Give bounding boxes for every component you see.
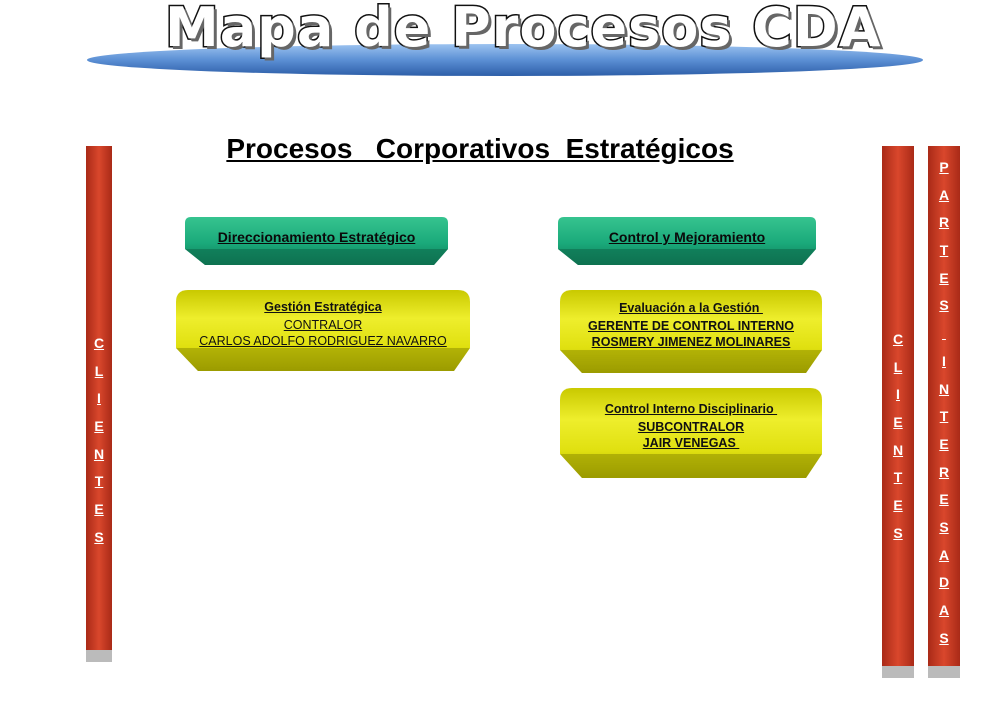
interested-parties-letter — [928, 320, 960, 348]
page-title: Mapa de Procesos CDA — [164, 0, 883, 61]
process-direccionamiento-estrategico[interactable]: Direccionamiento Estratégico — [185, 217, 448, 265]
process-control-mejoramiento[interactable]: Control y Mejoramiento — [558, 217, 816, 265]
interested-parties-letter: R — [938, 463, 950, 480]
interested-parties-letter: I — [942, 352, 946, 369]
title-banner — [87, 44, 923, 76]
interested-parties-letter: A — [938, 546, 950, 563]
evaluacion-line-3: ROSMERY JIMENEZ MOLINARES — [591, 335, 791, 349]
interested-parties-letter: T — [939, 408, 949, 425]
right-clients-letter: E — [893, 414, 903, 431]
section-subtitle: Procesos Corporativos Estratégicos — [226, 133, 734, 164]
interested-parties-letter: R — [938, 214, 950, 231]
right-clients-letter: I — [896, 386, 900, 403]
left-clients-letter: T — [94, 473, 104, 490]
interested-parties-letter: E — [939, 269, 949, 286]
evaluacion-line-2: GERENTE DE CONTROL INTERNO — [587, 319, 795, 333]
interested-parties-letter: E — [939, 435, 949, 452]
left-clients-letter: E — [94, 501, 104, 518]
right-clients-letter: E — [893, 497, 903, 514]
interested-parties-letter: S — [939, 629, 949, 646]
left-clients-letter: I — [97, 390, 101, 407]
right-clients-letter: S — [893, 524, 903, 541]
interested-parties-letter: S — [939, 297, 949, 314]
process-control-disciplinario[interactable]: Control Interno Disciplinario SUBCONTRAL… — [560, 388, 822, 478]
interested-parties-letter: D — [938, 574, 950, 591]
gestion-line-2: CONTRALOR — [283, 318, 363, 332]
right-clients-letter: N — [892, 441, 904, 458]
left-clients-letter: S — [94, 528, 104, 545]
left-clients-letter: E — [94, 418, 104, 435]
interested-parties-letter: S — [939, 518, 949, 535]
gestion-line-1: Gestión Estratégica — [264, 300, 382, 314]
right-clients-letter: T — [893, 469, 903, 486]
direccionamiento-label: Direccionamiento Estratégico — [217, 229, 416, 245]
interested-parties-letter: A — [938, 602, 950, 618]
process-gestion-estrategica[interactable]: Gestión Estratégica CONTRALOR CARLOS ADO… — [176, 290, 470, 371]
right-clients-letter: L — [893, 358, 903, 375]
evaluacion-line-1: Evaluación a la Gestión — [619, 301, 763, 315]
right-clients-letter: C — [892, 331, 904, 347]
interested-parties-letter: P — [939, 159, 949, 175]
interested-parties-letter: N — [938, 380, 950, 397]
gestion-line-3: CARLOS ADOLFO RODRIGUEZ NAVARRO — [199, 334, 447, 348]
process-evaluacion-gestion[interactable]: Evaluación a la Gestión GERENTE DE CONTR… — [560, 290, 822, 373]
disciplinario-line-1: Control Interno Disciplinario — [604, 402, 778, 416]
interested-parties-letter: A — [938, 186, 950, 203]
left-clients-letter: N — [93, 445, 105, 462]
disciplinario-line-3: JAIR VENEGAS — [642, 436, 740, 450]
left-clients-letter: C — [93, 335, 105, 351]
interested-parties-letter: T — [939, 242, 949, 259]
left-clients-letter: L — [94, 362, 104, 379]
disciplinario-line-2: SUBCONTRALOR — [637, 420, 745, 434]
interested-parties-letter: E — [939, 491, 949, 508]
control-mejoramiento-label: Control y Mejoramiento — [608, 229, 766, 245]
